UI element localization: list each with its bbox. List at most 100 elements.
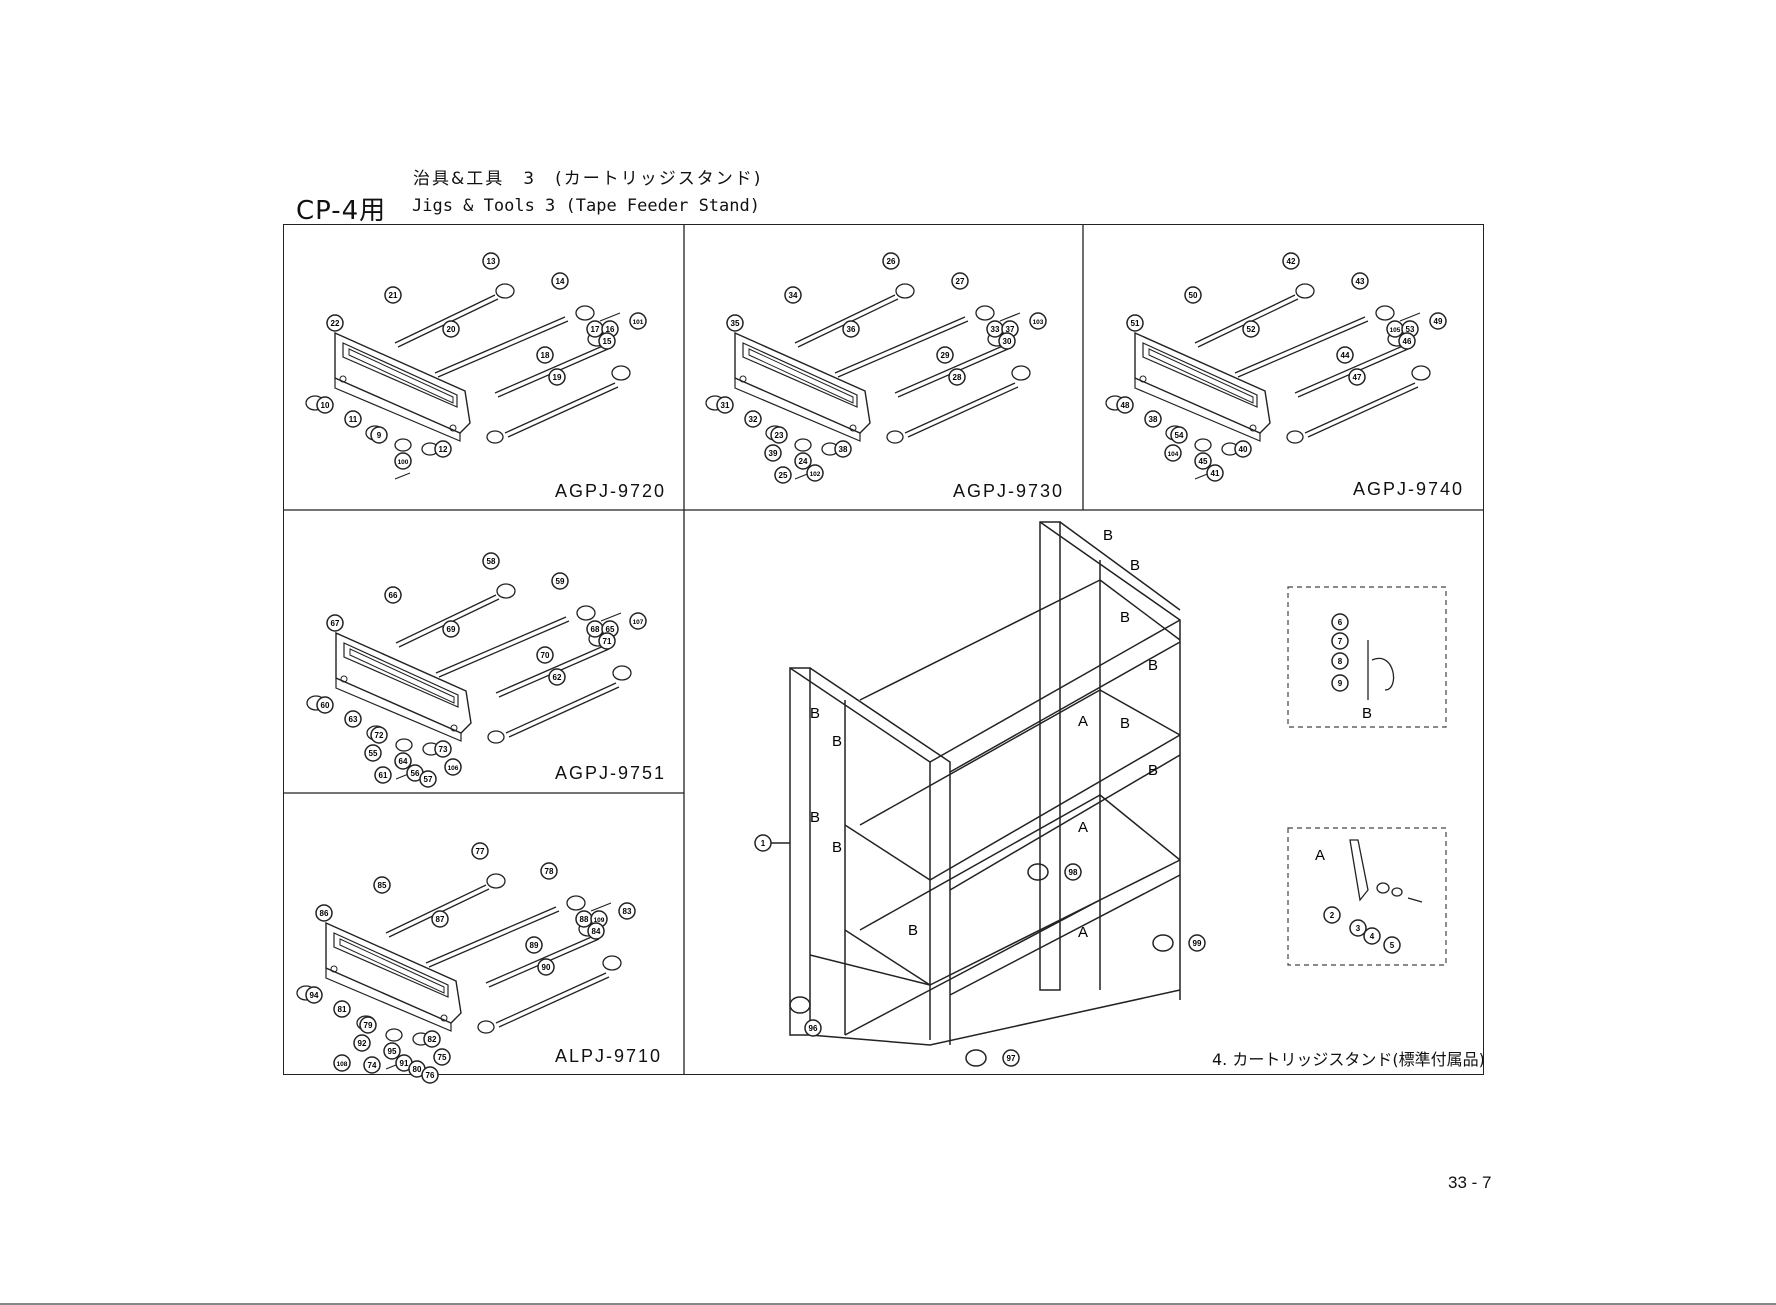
part-callout: 96 — [804, 1019, 822, 1037]
svg-text:81: 81 — [338, 1005, 347, 1014]
part-callout: 51 — [1126, 314, 1144, 332]
part-callout: 48 — [1116, 396, 1134, 414]
svg-text:26: 26 — [887, 257, 896, 266]
svg-text:16: 16 — [606, 325, 615, 334]
part-callout: 86 — [315, 904, 333, 922]
frame-mark: B — [832, 839, 842, 856]
part-callout: 106 — [444, 758, 462, 776]
part-callout: 99 — [1188, 934, 1206, 952]
svg-text:90: 90 — [542, 963, 551, 972]
part-callout: 17 — [586, 320, 604, 338]
part-callout: 57 — [419, 770, 437, 788]
svg-text:56: 56 — [411, 769, 420, 778]
svg-text:82: 82 — [428, 1035, 437, 1044]
scan-edge — [0, 1303, 1776, 1305]
part-callout: 32 — [744, 410, 762, 428]
svg-text:65: 65 — [606, 625, 615, 634]
svg-text:50: 50 — [1189, 291, 1198, 300]
svg-text:28: 28 — [953, 373, 962, 382]
svg-text:99: 99 — [1193, 939, 1202, 948]
cartridge-stand-drawing — [770, 521, 1181, 1067]
svg-text:58: 58 — [487, 557, 496, 566]
title-japanese: 治具&工具 3 (カートリッジスタンド) — [413, 169, 763, 189]
svg-text:22: 22 — [331, 319, 340, 328]
part-callout: 74 — [363, 1056, 381, 1074]
svg-text:19: 19 — [553, 373, 562, 382]
svg-text:34: 34 — [789, 291, 798, 300]
part-callout: 88 — [575, 910, 593, 928]
svg-text:18: 18 — [541, 351, 550, 360]
svg-text:3: 3 — [1356, 924, 1361, 933]
part-callout: 79 — [359, 1016, 377, 1034]
svg-text:77: 77 — [476, 847, 485, 856]
part-callout: 73 — [434, 740, 452, 758]
part-callout: 41 — [1206, 464, 1224, 482]
svg-text:72: 72 — [375, 731, 384, 740]
part-callout: 87 — [431, 910, 449, 928]
svg-text:37: 37 — [1006, 325, 1015, 334]
svg-text:33: 33 — [991, 325, 1000, 334]
svg-text:2: 2 — [1330, 911, 1335, 920]
frame-mark: B — [1130, 557, 1140, 574]
detail-box-b — [1287, 586, 1447, 728]
svg-text:4: 4 — [1370, 932, 1375, 941]
svg-text:91: 91 — [400, 1059, 409, 1068]
svg-text:17: 17 — [591, 325, 600, 334]
part-callout: 11 — [344, 410, 362, 428]
svg-text:24: 24 — [799, 457, 808, 466]
svg-text:92: 92 — [358, 1039, 367, 1048]
part-callout: 90 — [537, 958, 555, 976]
svg-text:100: 100 — [398, 459, 409, 466]
svg-text:44: 44 — [1341, 351, 1350, 360]
svg-text:75: 75 — [438, 1053, 447, 1062]
part-callout: 69 — [442, 620, 460, 638]
svg-text:30: 30 — [1003, 337, 1012, 346]
part-callout: 49 — [1429, 312, 1447, 330]
svg-text:36: 36 — [847, 325, 856, 334]
svg-text:78: 78 — [545, 867, 554, 876]
svg-text:59: 59 — [556, 577, 565, 586]
svg-text:20: 20 — [447, 325, 456, 334]
svg-text:25: 25 — [779, 471, 788, 480]
part-callout: 85 — [373, 876, 391, 894]
part-callout: 58 — [482, 552, 500, 570]
part-callout: 83 — [618, 902, 636, 920]
frame-mark: A — [1078, 819, 1088, 836]
svg-text:1: 1 — [761, 839, 766, 848]
svg-text:94: 94 — [310, 991, 319, 1000]
part-callout: 38 — [834, 440, 852, 458]
frame-mark: B — [1103, 527, 1113, 544]
part-callout: 71 — [598, 632, 616, 650]
part-callout: 42 — [1282, 252, 1300, 270]
svg-text:13: 13 — [487, 257, 496, 266]
part-callout: 97 — [1002, 1049, 1020, 1067]
part-callout: 103 — [1029, 312, 1047, 330]
svg-text:49: 49 — [1434, 317, 1443, 326]
part-callout: 62 — [548, 668, 566, 686]
part-callout: 25 — [774, 466, 792, 484]
part-callout: 4 — [1363, 927, 1381, 945]
svg-text:57: 57 — [424, 775, 433, 784]
part-callout: 35 — [726, 314, 744, 332]
svg-text:102: 102 — [810, 471, 821, 478]
part-callout: 100 — [394, 452, 412, 470]
part-callout: 46 — [1398, 332, 1416, 350]
svg-text:88: 88 — [580, 915, 589, 924]
svg-text:71: 71 — [603, 637, 612, 646]
svg-text:106: 106 — [448, 765, 459, 772]
part-callout: 13 — [482, 252, 500, 270]
svg-text:109: 109 — [594, 917, 605, 924]
part-callout: 43 — [1351, 272, 1369, 290]
svg-text:32: 32 — [749, 415, 758, 424]
svg-text:42: 42 — [1287, 257, 1296, 266]
svg-text:86: 86 — [320, 909, 329, 918]
part-callout: 21 — [384, 286, 402, 304]
part-callout: 27 — [951, 272, 969, 290]
part-callout: 20 — [442, 320, 460, 338]
panel-label-alpj-9710: ALPJ-9710 — [555, 1046, 663, 1066]
part-callout: 104 — [1164, 444, 1182, 462]
svg-text:84: 84 — [592, 927, 601, 936]
svg-text:6: 6 — [1338, 618, 1343, 627]
svg-text:98: 98 — [1069, 868, 1078, 877]
part-callout: 10 — [316, 396, 334, 414]
